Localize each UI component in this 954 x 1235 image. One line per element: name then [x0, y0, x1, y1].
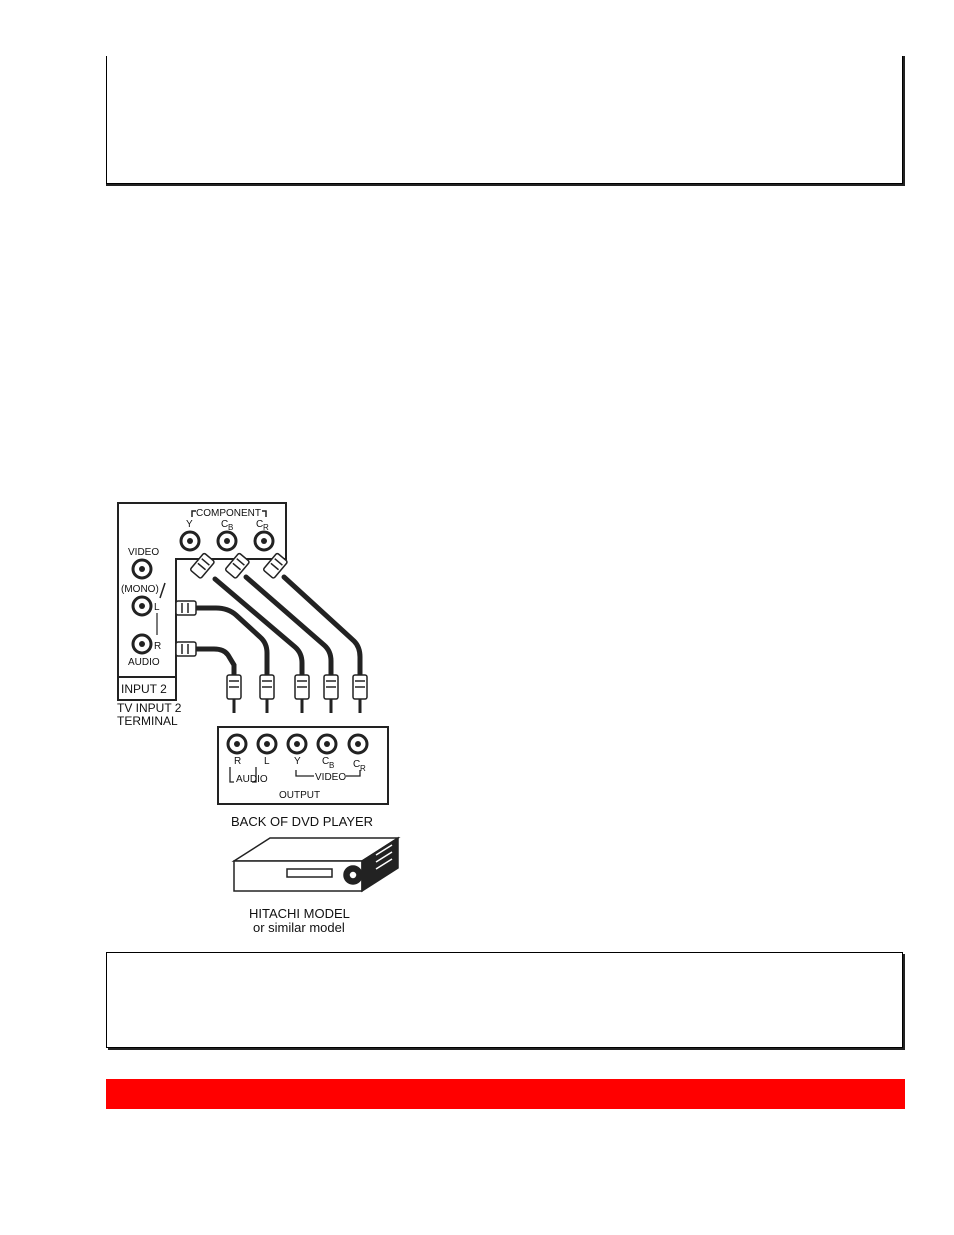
component-label: COMPONENT: [196, 508, 261, 519]
tv-jack-audio-l: [131, 595, 153, 617]
tv-jack-cb: [216, 530, 238, 552]
dvd-cb-label: C: [322, 756, 329, 767]
tv-caption-line-2: TERMINAL: [117, 714, 178, 728]
plug-y-top: [189, 552, 215, 579]
audio-label: AUDIO: [128, 657, 160, 668]
plug-audio-l-left: [175, 600, 197, 616]
tv-cr-label: C: [256, 519, 263, 530]
video-label: VIDEO: [128, 547, 159, 558]
dvd-caption: BACK OF DVD PLAYER: [231, 814, 373, 829]
dvd-player-illustration: [231, 836, 401, 893]
top-note-box-shadow: [903, 56, 905, 186]
model-caption-line-1: HITACHI MODEL: [249, 906, 350, 921]
dvd-y-label: Y: [294, 756, 301, 767]
tv-cb-sub: B: [228, 523, 233, 532]
dvd-r-label: R: [234, 756, 241, 767]
dvd-video-bracket: [295, 770, 361, 777]
tv-jack-video: [131, 558, 153, 580]
dvd-side-plugs: [226, 674, 368, 713]
cable-audio-r: [191, 646, 237, 680]
dvd-l-label: L: [264, 756, 270, 767]
plug-dvd-l: [259, 674, 275, 713]
dvd-jack-cr: [347, 733, 369, 755]
plug-dvd-y: [294, 674, 310, 713]
bottom-note-box-shadow-bottom: [108, 1048, 905, 1050]
connection-diagram: INPUT 2 COMPONENT Y C B C R VIDEO (MONO)…: [117, 502, 401, 935]
tv-y-label: Y: [186, 519, 193, 530]
model-caption-line-2: or similar model: [253, 920, 345, 935]
dvd-audio-bracket: [229, 767, 257, 783]
dvd-jack-l: [256, 733, 278, 755]
tv-cb-label: C: [221, 519, 228, 530]
dvd-player-side: [361, 836, 399, 893]
input-2-tab: [117, 676, 177, 701]
dvd-jack-r: [226, 733, 248, 755]
component-bracket-left: [191, 510, 196, 517]
dvd-cb-sub: B: [329, 761, 334, 770]
cable-cr: [281, 574, 363, 680]
tv-side-plugs: [175, 552, 288, 657]
bottom-note-box: [106, 952, 903, 1048]
bottom-note-box-shadow: [903, 954, 905, 1050]
plug-audio-r-left: [175, 641, 197, 657]
cable-audio-l: [191, 605, 270, 680]
plug-dvd-r: [226, 674, 242, 713]
plug-dvd-cb: [323, 674, 339, 713]
dvd-jack-cb: [316, 733, 338, 755]
mono-slash: [159, 582, 166, 599]
cable-y: [212, 576, 305, 680]
plug-cb-top: [224, 552, 250, 579]
cable-cb: [243, 574, 334, 680]
tv-r-label: R: [154, 641, 161, 652]
dvd-cr-label: C: [353, 759, 360, 770]
top-note-box: [106, 56, 903, 184]
tv-jack-audio-r: [131, 633, 153, 655]
tv-l-label: L: [154, 602, 160, 613]
section-header-bar: [106, 1079, 905, 1109]
dvd-output-label: OUTPUT: [279, 790, 320, 801]
tv-jack-y: [179, 530, 201, 552]
dvd-jack-y: [286, 733, 308, 755]
component-bracket-right: [262, 510, 267, 517]
dvd-video-label: VIDEO: [315, 772, 346, 783]
mono-label: (MONO): [121, 584, 159, 595]
top-note-box-shadow-bottom: [106, 184, 905, 186]
tv-caption-line-1: TV INPUT 2: [117, 701, 182, 715]
plug-dvd-cr: [352, 674, 368, 713]
tv-cr-sub: R: [263, 523, 269, 532]
cables: [191, 574, 363, 680]
dvd-cr-sub: R: [360, 764, 366, 773]
tv-jack-cr: [253, 530, 275, 552]
input-2-label: INPUT 2: [121, 682, 167, 696]
plug-cr-top: [262, 552, 288, 579]
dvd-disc-tray: [286, 868, 333, 878]
dvd-audio-label: AUDIO: [236, 774, 268, 785]
